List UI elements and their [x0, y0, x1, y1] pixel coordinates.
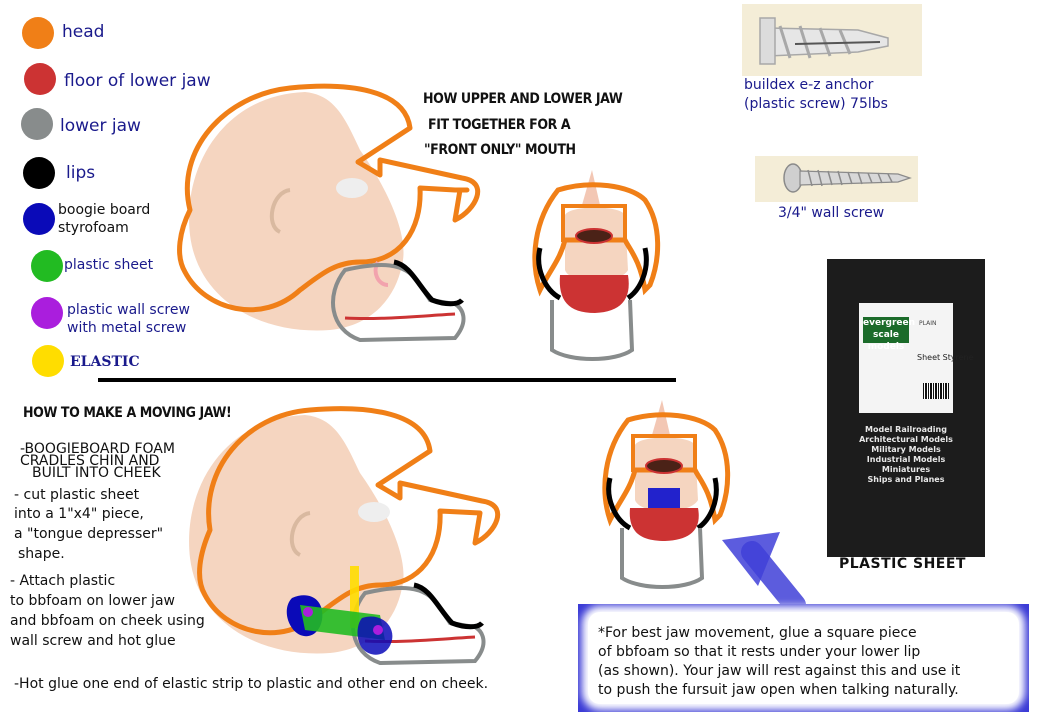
eye-patch	[336, 178, 368, 198]
elastic-strip	[350, 566, 359, 628]
legend-dot-lips	[23, 157, 55, 189]
front-view-head-top	[532, 170, 661, 361]
jaw-floor	[344, 312, 456, 321]
top-heading-line-2: FIT TOGETHER FOR A	[428, 117, 571, 133]
plastic-sheet-package: evergreen scale models PLAIN Sheet Styre…	[827, 259, 985, 557]
step3-line-4: wall screw and hot glue	[10, 633, 176, 649]
jaw-foam	[357, 616, 393, 655]
top-heading-line-3: "FRONT ONLY" MOUTH	[424, 142, 576, 158]
legend-dot-foam	[23, 203, 55, 235]
tip-note-inner	[588, 612, 1019, 704]
package-product-name: Sheet Styrene	[917, 353, 974, 362]
front-lips-right	[626, 247, 649, 301]
package-use-item: Industrial Models	[866, 455, 946, 464]
arrow-head	[722, 532, 780, 586]
step2-line-4: shape.	[18, 546, 65, 562]
nose-snout	[652, 400, 670, 435]
package-use-item: Military Models	[871, 445, 941, 454]
brand-line-2: scale models	[867, 330, 905, 352]
package-use-item: Model Railroading	[865, 425, 947, 434]
front-head-outline	[602, 412, 731, 527]
front-lower-jaw	[550, 299, 635, 361]
package-label: evergreen scale models PLAIN Sheet Styre…	[859, 303, 974, 413]
package-use-item: Architectural Models	[859, 435, 953, 444]
legend-dot-head	[22, 17, 54, 49]
legend-label-screw-2: with metal screw	[67, 320, 187, 336]
eye-patch	[358, 502, 390, 522]
step2-line-1: - cut plastic sheet	[14, 487, 140, 503]
front-face	[565, 207, 628, 282]
package-use-item: Ships and Planes	[867, 475, 945, 484]
plastic-sheet-caption: PLASTIC SHEET	[839, 556, 966, 572]
legend-label-elastic: ELASTIC	[70, 354, 140, 370]
legend-label-foam-2: styrofoam	[58, 220, 129, 236]
step1-line-3: BUILT INTO CHEEK	[32, 465, 161, 481]
barcode	[923, 383, 949, 399]
step3-line-3: and bbfoam on cheek using	[10, 613, 205, 629]
nose-snout	[582, 170, 600, 205]
legend-label-head: head	[62, 22, 105, 42]
front-lower-jaw	[620, 527, 705, 589]
tip-note-line-3: (as shown). Your jaw will rest against t…	[598, 663, 961, 679]
brand-line-1: evergreen	[863, 318, 916, 328]
lips-line	[393, 259, 464, 307]
screw-caption: 3/4" wall screw	[778, 205, 885, 221]
wall-screw-image	[755, 156, 918, 202]
legend-label-screw-1: plastic wall screw	[67, 302, 190, 318]
lower-jaw-outline	[331, 263, 466, 343]
package-brand: evergreen scale models	[863, 317, 916, 352]
head-outline	[197, 406, 501, 636]
bottom-heading: HOW TO MAKE A MOVING JAW!	[23, 405, 232, 421]
legend-dot-floor	[24, 63, 56, 95]
side-view-head-top	[177, 83, 481, 343]
front-lips-left	[606, 477, 632, 531]
legend-label-foam-1: boogie board	[58, 202, 151, 218]
legend-label-lips: lips	[66, 163, 96, 183]
step3-line-1: - Attach plastic	[10, 573, 116, 589]
front-floor	[559, 275, 629, 313]
anchor-caption-line-2: (plastic screw) 75lbs	[744, 96, 888, 112]
blue-arrow	[722, 532, 806, 616]
step2-line-3: a "tongue depresser"	[14, 526, 164, 542]
head-outline	[177, 83, 481, 313]
screw-jaw	[373, 625, 383, 635]
front-floor	[629, 508, 699, 541]
package-uses-list: Model Railroading Architectural Models M…	[837, 425, 975, 485]
lips-line	[413, 582, 484, 630]
anchor-caption-line-1: buildex e-z anchor	[744, 77, 874, 93]
front-head-outline	[532, 182, 661, 297]
legend-dot-plastic-sheet	[31, 250, 63, 282]
tip-note-box: *For best jaw movement, glue a square pi…	[578, 604, 1029, 712]
front-lips-right	[696, 477, 719, 531]
tip-note-line-1: *For best jaw movement, glue a square pi…	[598, 625, 917, 641]
front-mouth	[645, 458, 683, 474]
tip-note-line-2: of bbfoam so that it rests under your lo…	[598, 644, 921, 660]
legend-label-plastic-sheet: plastic sheet	[64, 257, 154, 273]
tip-note-line-4: to push the fursuit jaw open when talkin…	[598, 682, 959, 698]
package-use-item: Miniatures	[881, 465, 931, 474]
legend-dot-elastic	[32, 345, 64, 377]
screw-cheek	[303, 607, 313, 617]
step1-line-2: CRADLES CHIN AND	[20, 453, 160, 469]
package-plain: PLAIN	[919, 320, 937, 327]
ear	[289, 511, 311, 557]
front-lips-left	[536, 247, 562, 301]
step2-line-2: into a 1"x4" piece,	[14, 506, 144, 522]
front-mouth	[575, 228, 613, 244]
legend-label-floor: floor of lower jaw	[64, 71, 211, 91]
legend-label-lower-jaw: lower jaw	[60, 116, 141, 136]
side-view-head-bottom	[189, 406, 501, 666]
front-view-head-bottom	[602, 400, 731, 589]
ear	[269, 188, 291, 234]
step4: -Hot glue one end of elastic strip to pl…	[14, 676, 489, 692]
step1-line-1: -BOOGIEBOARD FOAM	[20, 441, 175, 457]
top-heading-line-1: HOW UPPER AND LOWER JAW	[423, 91, 623, 107]
legend-dot-screw	[31, 297, 63, 329]
wall-anchor-image	[742, 4, 922, 76]
step3-line-2: to bbfoam on lower jaw	[10, 593, 175, 609]
legend-dot-lower-jaw	[21, 108, 53, 140]
